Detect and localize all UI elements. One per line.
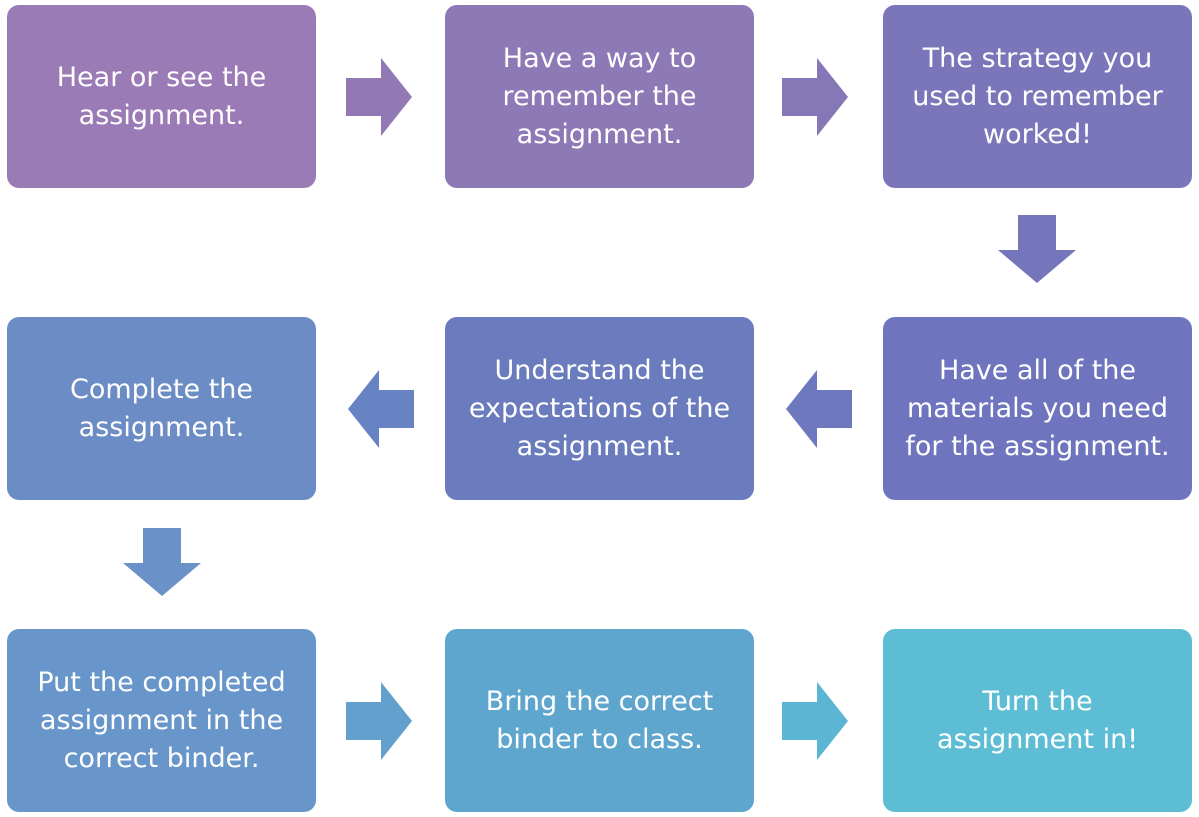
step-7-put-in-binder: Put the completed assignment in the corr…	[7, 629, 316, 812]
step-5-label: Understand the expectations of the assig…	[468, 354, 731, 462]
step-8-bring-binder: Bring the correct binder to class.	[445, 629, 754, 812]
arrow-right-icon	[782, 58, 848, 136]
arrow-left-icon	[786, 370, 852, 448]
arrow-right-icon	[346, 58, 412, 136]
step-1-label: Hear or see the assignment.	[56, 61, 267, 131]
step-9-label: Turn the assignment in!	[936, 685, 1139, 755]
step-2-remember-way: Have a way to remember the assignment.	[445, 5, 754, 188]
arrow-left-icon	[348, 370, 414, 448]
step-9-turn-in: Turn the assignment in!	[883, 629, 1192, 812]
arrow-right-icon	[782, 682, 848, 760]
step-1-hear-assignment: Hear or see the assignment.	[7, 5, 316, 188]
step-3-label: The strategy you used to remember worked…	[912, 42, 1163, 150]
step-3-strategy-worked: The strategy you used to remember worked…	[883, 5, 1192, 188]
step-4-have-materials: Have all of the materials you need for t…	[883, 317, 1192, 500]
step-6-complete-assignment: Complete the assignment.	[7, 317, 316, 500]
step-8-label: Bring the correct binder to class.	[485, 685, 714, 755]
arrow-down-icon	[998, 215, 1076, 283]
arrow-right-icon	[346, 682, 412, 760]
step-5-understand-expectations: Understand the expectations of the assig…	[445, 317, 754, 500]
step-2-label: Have a way to remember the assignment.	[502, 42, 697, 150]
step-4-label: Have all of the materials you need for t…	[905, 354, 1170, 462]
step-7-label: Put the completed assignment in the corr…	[37, 666, 286, 774]
step-6-label: Complete the assignment.	[69, 373, 253, 443]
arrow-down-icon	[123, 528, 201, 596]
